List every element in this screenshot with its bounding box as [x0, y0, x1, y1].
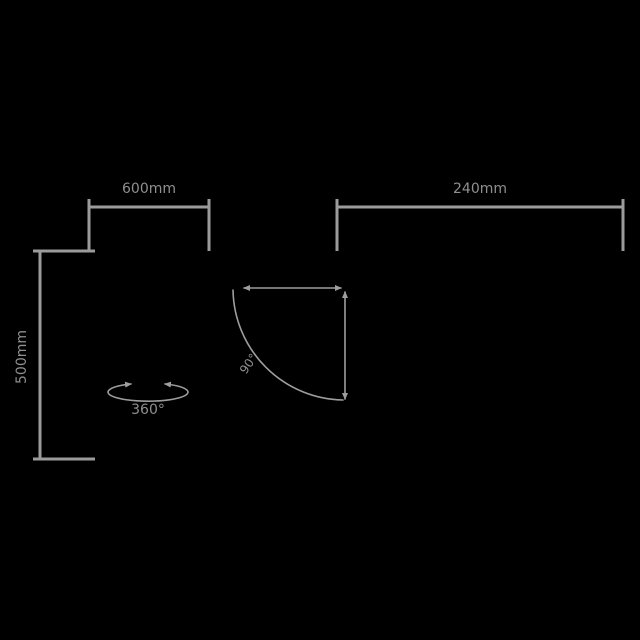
swivel-rotation-figure: 360°	[107, 381, 189, 418]
rotation-arrows-icon	[107, 381, 189, 402]
dimension-top-left-width: 600mm	[87, 181, 211, 251]
swivel-angle-label: 360°	[131, 402, 165, 418]
dimension-label-top-right: 240mm	[453, 181, 507, 197]
swing-arc	[232, 289, 344, 401]
swing-angle-label: 90°	[237, 351, 261, 376]
dimension-label-top-left: 600mm	[122, 181, 176, 197]
swing-angle-figure: 90°	[232, 285, 348, 401]
dimension-label-left: 500mm	[14, 330, 30, 384]
dimension-top-right-width: 240mm	[335, 181, 625, 251]
dimension-left-height: 500mm	[14, 249, 95, 461]
